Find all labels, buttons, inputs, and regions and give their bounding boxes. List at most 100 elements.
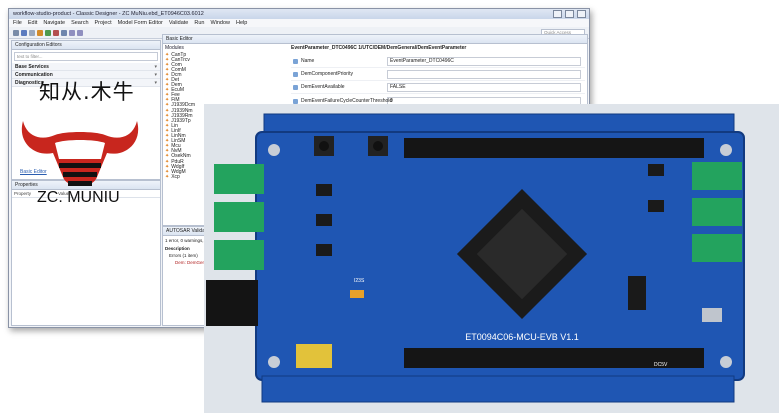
module-label: PduR [171,158,184,165]
expand-icon: ▾ [154,63,157,70]
menu-item[interactable]: Run [194,20,205,26]
module-icon: ✦ [165,153,170,160]
module-label: WdgIf [171,163,185,170]
window-title: workflow-studio-product - Classic Design… [13,11,204,17]
module-icon: ✦ [165,51,170,58]
module-item[interactable]: ✦Lin [165,122,195,129]
search-icon[interactable] [61,29,67,36]
menubar: File Edit Navigate Search Project Model Form … [9,19,589,27]
module-item[interactable]: ✦PduR [165,158,195,165]
back-icon[interactable] [69,29,75,36]
minimize-button[interactable] [553,10,562,18]
menu-item[interactable]: Validate [168,20,189,26]
module-item[interactable]: ✦OsekNm [165,153,195,160]
module-label: Dem [171,82,182,89]
module-label: CanTp [171,51,187,58]
tab-config-editors[interactable]: Configuration Editors [12,41,160,50]
module-item[interactable]: ✦Fee [165,92,195,99]
module-icon: ✦ [165,143,170,150]
module-item[interactable]: ✦NvM [165,148,195,155]
menu-item[interactable]: Help [236,20,248,26]
menu-item[interactable]: Search [71,20,89,26]
module-label: J1939Rm [171,112,193,119]
module-item[interactable]: ✦Mcu [165,143,195,150]
menu-item[interactable]: File [13,20,22,26]
validation-row[interactable]: Errors (1 item) [169,253,198,258]
new-icon[interactable] [13,29,19,36]
module-item[interactable]: ✦LinSM [165,138,195,145]
forward-icon[interactable] [77,29,83,36]
module-item[interactable]: ✦EcuM [165,87,195,94]
module-item[interactable]: ✦Dem [165,82,195,89]
basic-editor-link[interactable]: Basic Editor [20,169,47,175]
print-icon[interactable] [29,29,35,36]
module-item[interactable]: ✦ComM [165,66,195,73]
module-item[interactable]: ✦WdgIf [165,163,195,170]
module-icon: ✦ [165,77,170,84]
expand-icon: ▾ [154,79,157,86]
module-label: Lin [171,122,178,129]
silkscreen-small-label: I23S [354,278,365,284]
modules-header: Modules [165,45,184,51]
module-icon: ✦ [165,148,170,155]
menu-item[interactable]: Project [94,20,112,26]
silkscreen-label: ET0094C06-MCU-EVB V1.1 [465,332,579,342]
field-label: Name [291,58,387,64]
description-header: Description [165,246,190,251]
evaluation-board-image: ET0094C06-MCU-EVB V1.1 I23S DC5V [204,104,779,413]
module-icon: ✦ [165,173,170,180]
run-icon[interactable] [45,29,51,36]
category-base-services[interactable]: Base Services▾ [12,63,160,71]
build-icon[interactable] [37,29,43,36]
menu-item[interactable]: Window [210,20,231,26]
bull-head-icon [21,121,139,186]
module-icon: ✦ [165,133,170,140]
module-icon: ✦ [165,56,170,63]
module-icon: ✦ [165,127,170,134]
maximize-button[interactable] [565,10,574,18]
menu-item[interactable]: Model Form Editor [117,20,163,26]
module-label: Mcu [171,143,181,150]
save-icon[interactable] [21,29,27,36]
module-item[interactable]: ✦CanTp [165,51,195,58]
close-button[interactable] [577,10,586,18]
available-select[interactable]: FALSE [387,82,581,92]
module-label: Fee [171,92,180,99]
filter-input[interactable]: text to filter... [14,52,158,61]
module-icon: ✦ [165,82,170,89]
silkscreen-small-label: DC5V [654,362,668,368]
module-item[interactable]: ✦FiM [165,97,195,104]
expand-icon: ▾ [154,71,157,78]
module-item[interactable]: ✦J1939Dcm [165,102,195,108]
tab-basic-editor[interactable]: Basic Editor [163,35,587,44]
module-item[interactable]: ✦J1939Tp [165,118,195,124]
category-diagnostics[interactable]: Diagnostics▾ [12,79,160,87]
module-label: Xcp [171,173,180,180]
category-communication[interactable]: Communication ▾ [12,71,160,79]
menu-item[interactable]: Navigate [43,20,66,26]
validation-row[interactable]: Dem: DemGeneral [175,260,213,265]
module-item[interactable]: ✦Com [165,62,195,68]
name-field[interactable]: EventParameter_DTC0496C [387,56,581,66]
stop-icon[interactable] [53,29,59,36]
logo-chinese-text: 知从.木牛 [39,80,135,104]
module-item[interactable]: ✦Det [165,77,195,84]
module-label: CanTrcv [171,56,190,63]
menu-item[interactable]: Edit [27,20,38,26]
module-item[interactable]: ✦WdgM [165,169,195,175]
module-label: LinSM [171,138,186,145]
module-item[interactable]: ✦J1939Nm [165,108,195,114]
module-item[interactable]: ✦CanTrcv [165,56,195,63]
module-item[interactable]: ✦LinIf [165,127,195,134]
module-item[interactable]: ✦Xcp [165,173,195,180]
module-item[interactable]: ✦Dcm [165,72,195,78]
module-item[interactable]: ✦LinNm [165,133,195,140]
module-label: FiM [171,97,180,104]
priority-field[interactable] [387,69,581,79]
module-item[interactable]: ✦J1939Rm [165,112,195,119]
module-label: EcuM [171,87,184,94]
module-label: ComM [171,66,186,73]
category-label: Communication [15,71,53,78]
